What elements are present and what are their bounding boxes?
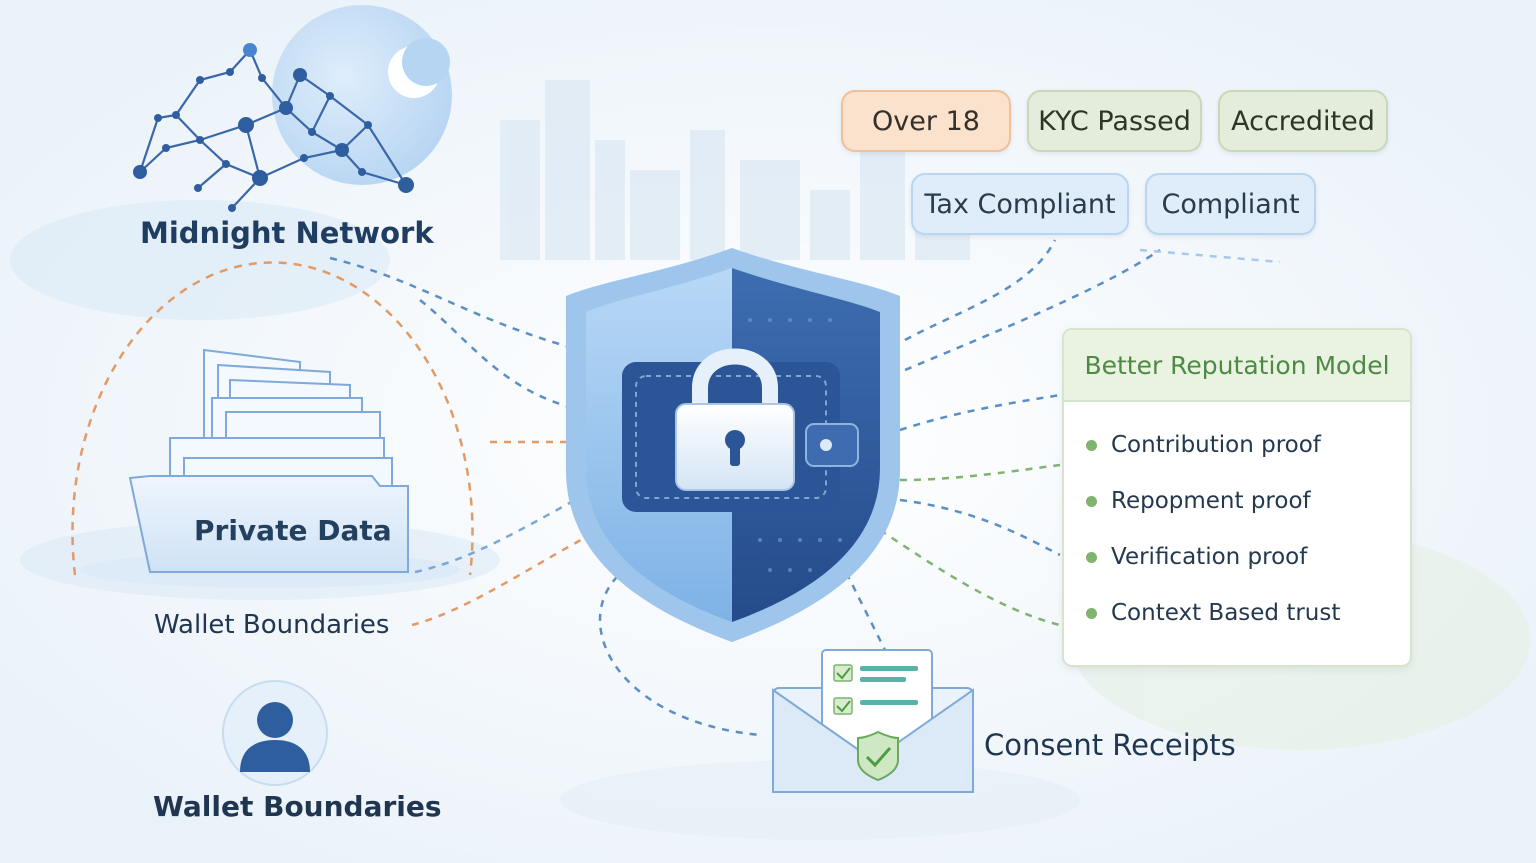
bullet-icon — [1086, 552, 1097, 563]
private-data-label: Private Data — [194, 514, 392, 547]
reputation-model-panel: Better Reputation Model Contribution pro… — [1062, 328, 1412, 667]
reputation-item-label: Context Based trust — [1111, 600, 1340, 626]
reputation-item-label: Repopment proof — [1111, 488, 1311, 514]
reputation-model-title: Better Reputation Model — [1064, 330, 1410, 402]
tag-over-18: Over 18 — [841, 90, 1011, 152]
consent-receipts-label: Consent Receipts — [984, 728, 1236, 762]
reputation-item: Verification proof — [1086, 544, 1307, 570]
reputation-item: Context Based trust — [1086, 600, 1340, 626]
midnight-network-label: Midnight Network — [140, 216, 434, 250]
moon-icon — [272, 5, 452, 185]
tag-tax-compliant: Tax Compliant — [911, 173, 1129, 235]
reputation-item: Contribution proof — [1086, 432, 1321, 458]
bullet-icon — [1086, 440, 1097, 451]
tag-compliant: Compliant — [1145, 173, 1316, 235]
tag-accredited: Accredited — [1218, 90, 1388, 152]
reputation-item-label: Verification proof — [1111, 544, 1307, 570]
reputation-item: Repopment proof — [1086, 488, 1311, 514]
tag-kyc-passed: KYC Passed — [1027, 90, 1202, 152]
bullet-icon — [1086, 496, 1097, 507]
bullet-icon — [1086, 608, 1097, 619]
user-avatar-icon — [223, 681, 327, 785]
wallet-boundaries-user-label: Wallet Boundaries — [153, 790, 442, 823]
reputation-item-label: Contribution proof — [1111, 432, 1321, 458]
wallet-boundaries-label: Wallet Boundaries — [154, 610, 389, 640]
